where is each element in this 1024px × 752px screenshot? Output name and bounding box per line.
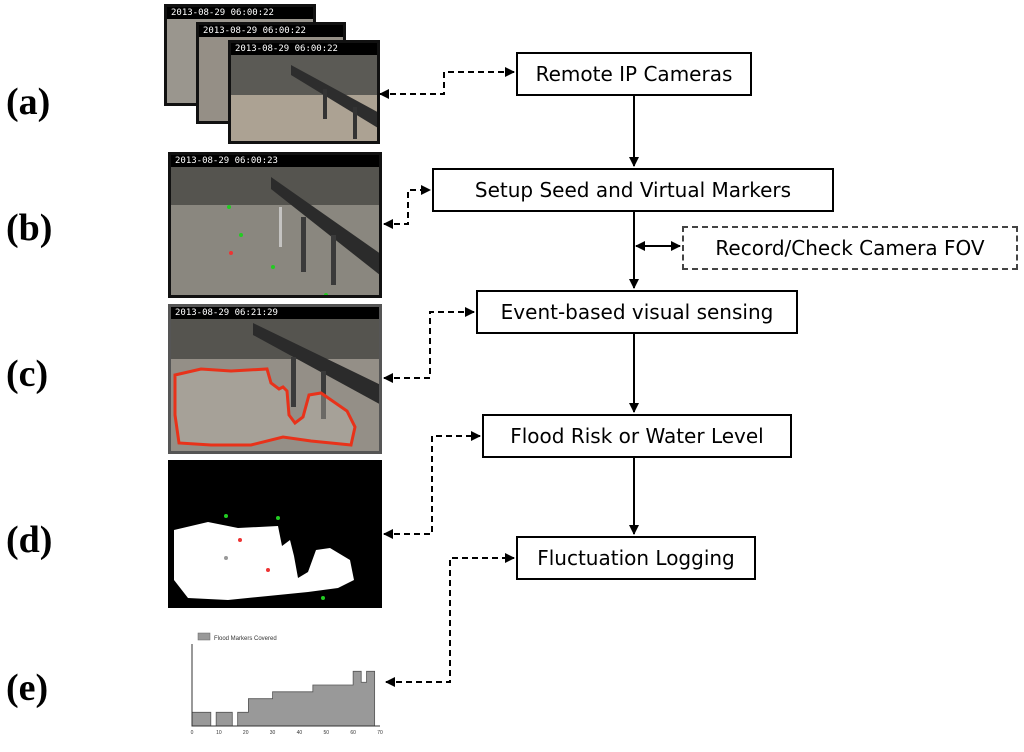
link-b: [383, 185, 431, 229]
camera-frame-setup: 2013-08-29 06:00:23: [168, 152, 382, 298]
label-c: (c): [6, 353, 49, 395]
camera-frame-sensing: 2013-08-29 06:21:29: [168, 304, 382, 454]
seed-point: [229, 251, 233, 255]
chart-legend-label: Flood Markers Covered: [214, 636, 277, 642]
timestamp-b: 2013-08-29 06:00:23: [171, 155, 379, 167]
timestamp-c: 2013-08-29 06:21:29: [171, 307, 379, 319]
binary-mask-frame: [168, 460, 382, 608]
link-c: [383, 307, 475, 383]
step-flood-risk-water-level: Flood Risk or Water Level: [482, 414, 792, 458]
label-e: (e): [6, 667, 49, 709]
chart-x-tick-label: 0: [191, 730, 194, 736]
step-fluctuation-logging: Fluctuation Logging: [516, 536, 756, 580]
chart-svg: Flood Markers Covered 0 10 20 30 40 50 60 70: [191, 632, 383, 736]
bridge-scene-a: [231, 55, 377, 141]
chart-x-tick-label: 60: [350, 730, 356, 736]
chart-x-tick-label: 70: [377, 730, 383, 736]
step-remote-ip-cameras: Remote IP Cameras: [516, 52, 752, 96]
virtual-marker: [227, 205, 231, 209]
step-event-based-sensing: Event-based visual sensing: [476, 290, 798, 334]
chart-x-tick-label: 40: [297, 730, 303, 736]
chart-x-tick-label: 50: [324, 730, 330, 736]
binary-mask: [174, 514, 354, 600]
water-contour: [173, 367, 357, 447]
chart-x-tick-label: 30: [270, 730, 276, 736]
camera-frame-front: 2013-08-29 06:00:22: [228, 40, 380, 144]
timestamp-a1: 2013-08-29 06:00:22: [167, 7, 313, 19]
timestamp-a2: 2013-08-29 06:00:22: [199, 25, 343, 37]
chart-legend-swatch: [197, 632, 211, 641]
bridge-scene-c: [171, 319, 379, 451]
virtual-marker: [324, 293, 328, 295]
step-setup-seed-markers: Setup Seed and Virtual Markers: [432, 168, 834, 212]
bridge-scene-b: [171, 167, 379, 295]
link-d: [383, 431, 481, 539]
step-record-check-fov: Record/Check Camera FOV: [682, 226, 1018, 270]
timestamp-a3: 2013-08-29 06:00:22: [231, 43, 377, 55]
virtual-marker: [271, 265, 275, 269]
chart-x-tick-label: 20: [243, 730, 249, 736]
label-a: (a): [6, 81, 51, 123]
fluctuation-chart: Flood Markers Covered 0 10 20 30 40 50 60 70: [168, 622, 384, 738]
link-a: [379, 67, 515, 99]
chart-axes: [191, 644, 380, 727]
chart-x-tick-label: 10: [216, 730, 222, 736]
label-d: (d): [6, 519, 53, 561]
label-b: (b): [6, 207, 53, 249]
link-e: [385, 553, 515, 687]
virtual-marker: [239, 233, 243, 237]
